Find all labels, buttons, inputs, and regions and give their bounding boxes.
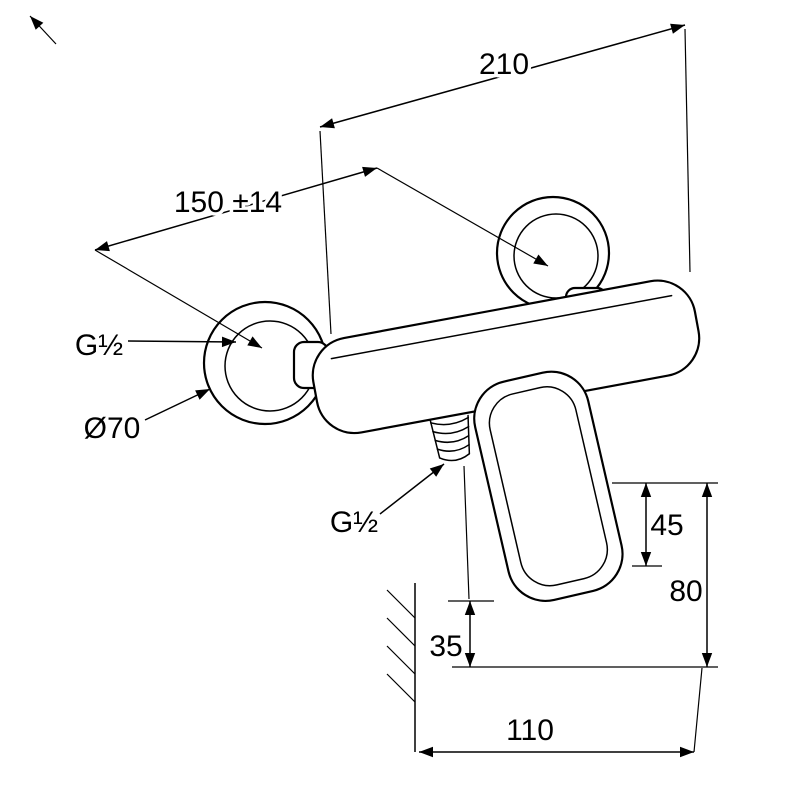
outlet-thread <box>429 414 471 462</box>
perspective-arrow <box>29 15 57 45</box>
leader-escutcheon <box>144 388 211 421</box>
dimension-150 <box>94 166 549 349</box>
wall-section <box>386 583 416 752</box>
label-thread-outlet: G½ <box>330 506 378 539</box>
label-escutcheon-diameter: Ø70 <box>84 412 141 445</box>
leader-thread-outlet <box>379 463 445 515</box>
dimension-45-80 <box>452 482 718 668</box>
outlet-extension <box>463 465 470 600</box>
label-connection-distance: 150 ±14 <box>174 186 282 219</box>
label-overall-width: 210 <box>479 48 529 81</box>
label-outlet-offset: 35 <box>429 630 462 663</box>
label-handle-front-offset: 45 <box>650 509 683 542</box>
label-thread-wall: G½ <box>75 329 123 362</box>
lever-handle <box>473 370 624 602</box>
left-escutcheon <box>202 300 330 426</box>
label-handle-depth: 80 <box>669 575 702 608</box>
dimension-35 <box>448 600 494 667</box>
label-overall-depth: 110 <box>506 714 554 747</box>
leader-thread-wall <box>127 336 237 348</box>
dimension-110 <box>419 667 703 758</box>
